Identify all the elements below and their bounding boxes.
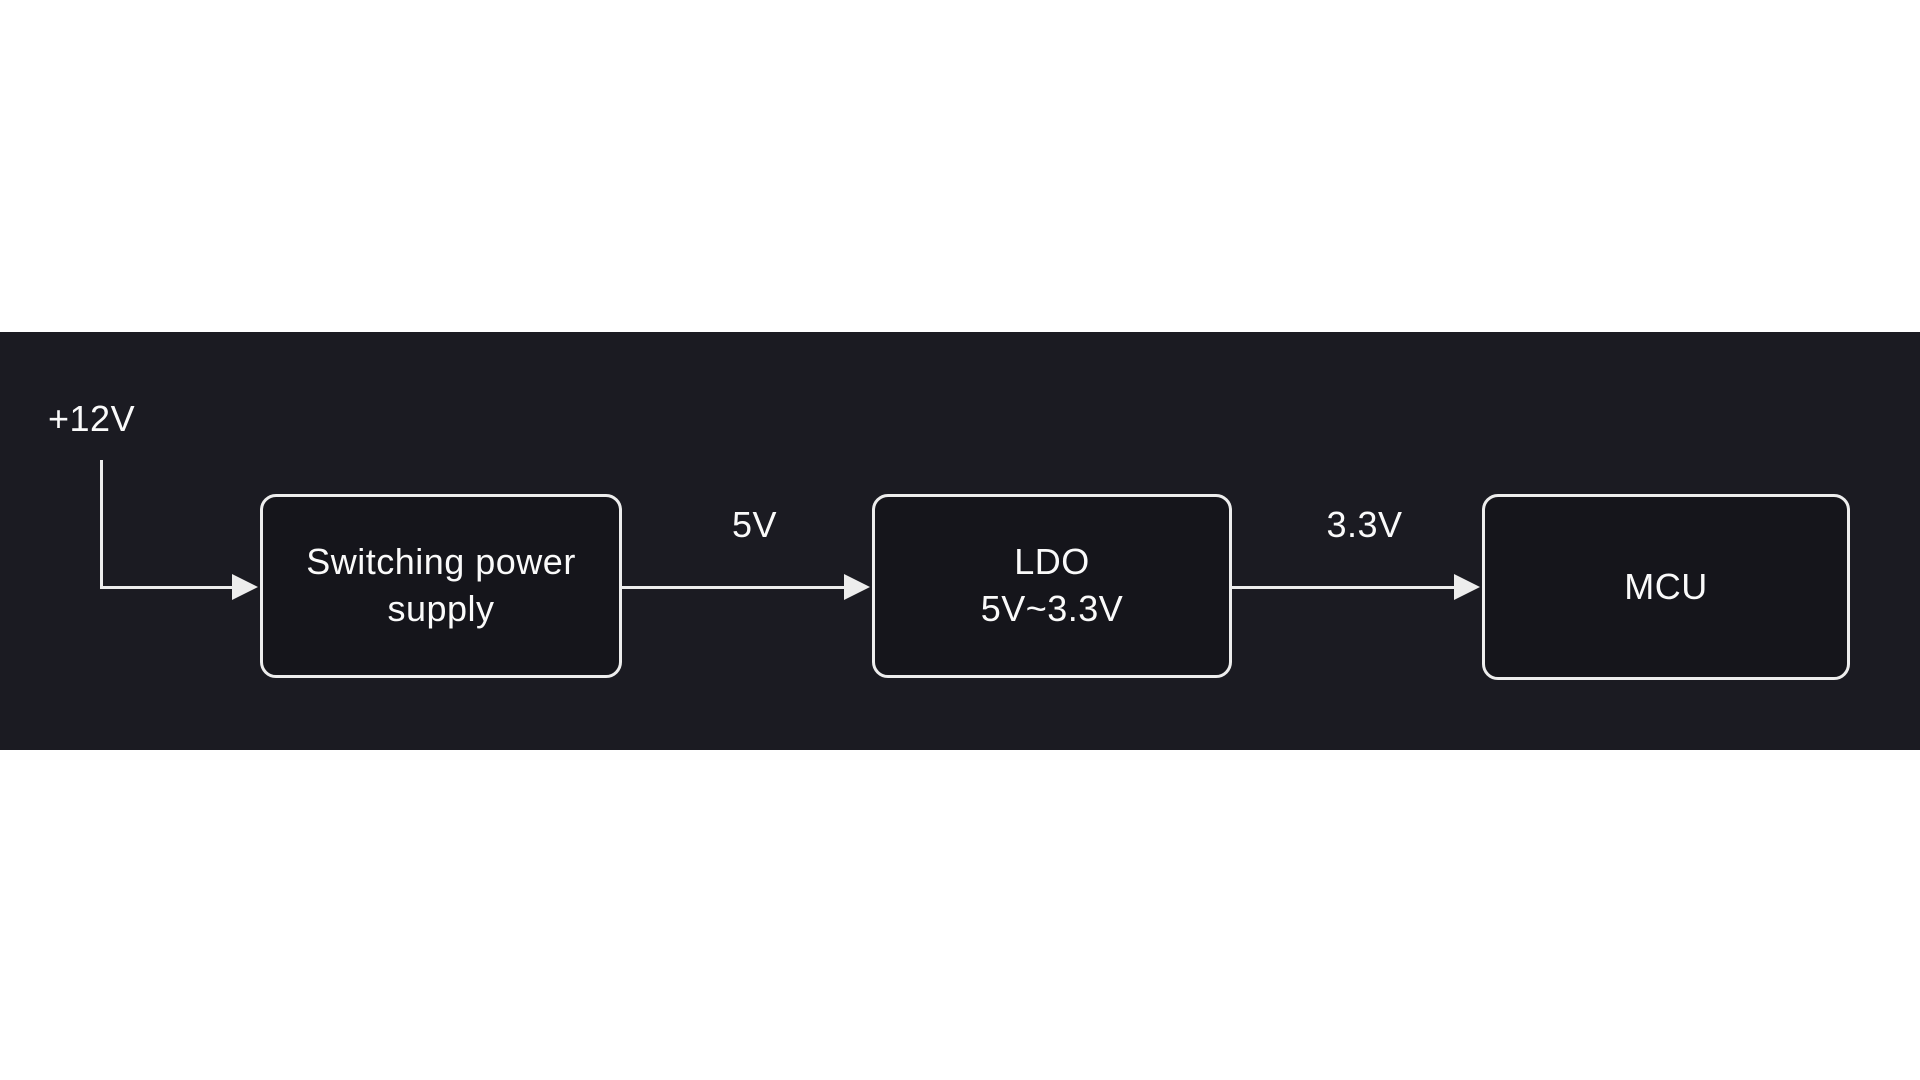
connector-5v-line (622, 586, 844, 589)
node-label-line: MCU (1624, 565, 1708, 607)
node-label-line: 5V~3.3V (980, 588, 1124, 629)
edge-label-3v3: 3.3V (1326, 504, 1403, 545)
edge-label-12v: +12V (48, 398, 136, 439)
connector-3v3-line (1232, 586, 1454, 589)
node-switching-power-supply[interactable]: Switching power supply (260, 494, 622, 678)
node-ldo-label: LDO 5V~3.3V (981, 539, 1124, 633)
node-label-line: supply (387, 588, 495, 629)
arrowhead-into-mcu (1454, 574, 1480, 600)
connector-12v-vertical-line (100, 460, 103, 588)
node-switching-power-supply-label: Switching power supply (306, 539, 576, 633)
arrowhead-into-ldo (844, 574, 870, 600)
connector-12v-horizontal-line (100, 586, 234, 589)
node-mcu-label: MCU (1624, 564, 1707, 611)
node-ldo[interactable]: LDO 5V~3.3V (872, 494, 1232, 678)
edge-label-5v: 5V (731, 504, 778, 545)
node-label-line: Switching power (306, 541, 576, 583)
node-label-line: LDO (1014, 541, 1090, 583)
node-mcu[interactable]: MCU (1482, 494, 1850, 680)
arrowhead-into-switching-power-supply (232, 574, 258, 600)
